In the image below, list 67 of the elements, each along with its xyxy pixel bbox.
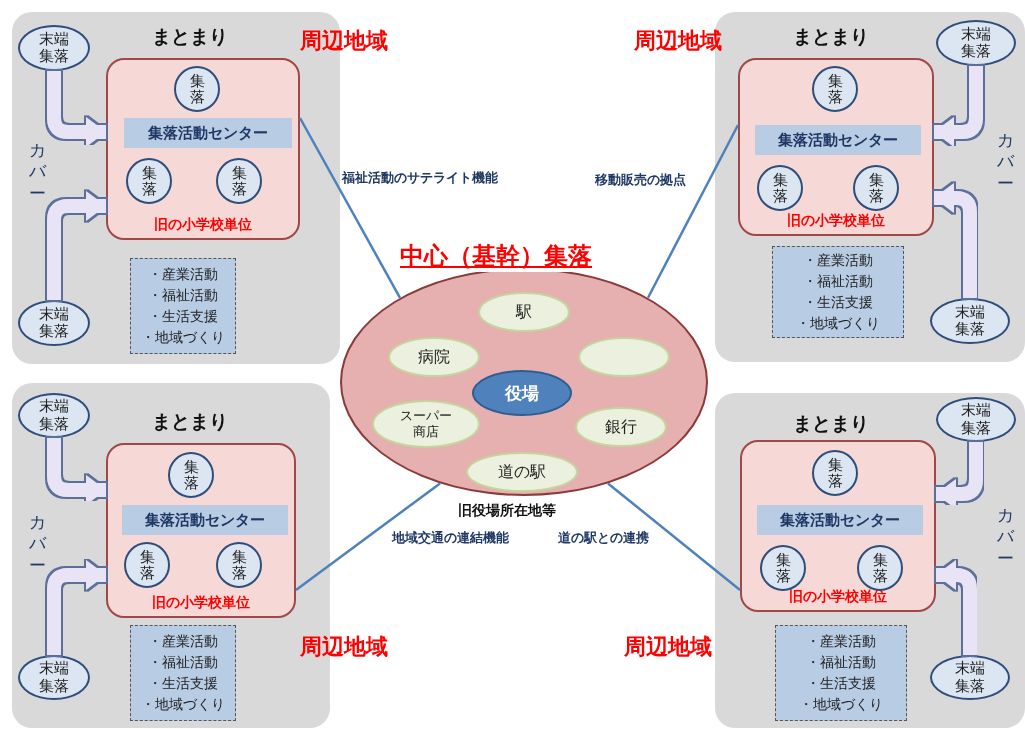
panel-heading: まとまり [793, 24, 869, 49]
village-circle: 集落 [168, 452, 214, 498]
location-note: 旧役場所在地等 [458, 502, 556, 520]
connector-line [298, 117, 402, 299]
box-caption: 旧の小学校単位 [153, 216, 253, 234]
village-ellipse: 末端集落 [936, 397, 1016, 442]
village-circle: 集落 [174, 66, 220, 112]
box-caption: 旧の小学校単位 [786, 212, 886, 230]
village-circle: 集落 [757, 165, 803, 211]
activity-list-box: ・産業活動 ・福祉活動 ・生活支援 ・地域づくり [775, 625, 907, 721]
panel-heading: まとまり [793, 411, 869, 436]
village-circle: 集落 [124, 542, 170, 588]
side-label: カバー [28, 512, 46, 576]
block-arrow [936, 560, 977, 655]
activity-center-band: 集落活動センター [122, 505, 288, 535]
connector-line [295, 482, 441, 591]
region-label: 周辺地域 [300, 633, 388, 661]
side-label: カバー [996, 505, 1014, 569]
activity-list-box: ・産業活動 ・福祉活動 ・生活支援 ・地域づくり [130, 258, 236, 354]
activity-center-band: 集落活動センター [755, 125, 921, 155]
school-district-box [106, 58, 300, 240]
village-circle: 集落 [853, 165, 899, 211]
village-ellipse: 末端集落 [936, 20, 1016, 66]
village-circle: 集落 [126, 158, 172, 204]
village-ellipse: 末端集落 [930, 298, 1010, 344]
connector-line [607, 482, 741, 591]
panel-heading: まとまり [152, 409, 228, 434]
town-hall-ellipse: 役場 [472, 370, 572, 416]
connector-line [646, 124, 740, 299]
activity-center-band: 集落活動センター [124, 118, 292, 148]
box-caption: 旧の小学校単位 [788, 588, 888, 606]
panel-heading: まとまり [152, 24, 228, 49]
side-label: カバー [28, 140, 46, 204]
school-district-box [740, 440, 936, 612]
village-ellipse: 末端集落 [18, 655, 90, 700]
activity-center-band: 集落活動センター [757, 505, 923, 535]
box-caption: 旧の小学校単位 [151, 594, 251, 612]
side-label: カバー [996, 130, 1014, 194]
region-label: 周辺地域 [634, 27, 722, 55]
village-circle: 集落 [812, 450, 858, 496]
block-arrow [934, 183, 977, 298]
village-ellipse: 末端集落 [18, 25, 90, 71]
block-arrow [936, 442, 983, 509]
edge-label: 移動販売の拠点 [593, 170, 688, 190]
facility-ellipse: スーパー商店 [372, 400, 480, 448]
region-label: 周辺地域 [624, 633, 712, 661]
block-arrow [47, 560, 106, 655]
facility-ellipse: 銀行 [575, 407, 667, 447]
village-ellipse: 末端集落 [18, 300, 90, 346]
facility-ellipse: 道の駅 [466, 452, 578, 492]
village-circle: 集落 [216, 542, 262, 588]
village-circle: 集落 [216, 158, 262, 204]
village-ellipse: 末端集落 [18, 393, 90, 438]
school-district-box [106, 443, 296, 618]
edge-label: 福祉活動のサテライト機能 [340, 168, 500, 188]
activity-list-box: ・産業活動 ・福祉活動 ・生活支援 ・地域づくり [772, 246, 904, 338]
school-district-box [738, 58, 934, 236]
edge-label: 地域交通の連結機能 [390, 528, 511, 548]
village-circle: 集落 [812, 66, 858, 112]
region-label: 周辺地域 [300, 27, 388, 55]
activity-list-box: ・産業活動 ・福祉活動 ・生活支援 ・地域づくり [130, 625, 236, 721]
facility-ellipse: 病院 [388, 337, 480, 377]
central-heading: 中心（基幹）集落 [400, 240, 592, 272]
region-panel [715, 393, 1025, 728]
block-arrow [47, 191, 106, 300]
village-ellipse: 末端集落 [930, 655, 1010, 700]
facility-ellipse: 駅 [478, 292, 570, 332]
